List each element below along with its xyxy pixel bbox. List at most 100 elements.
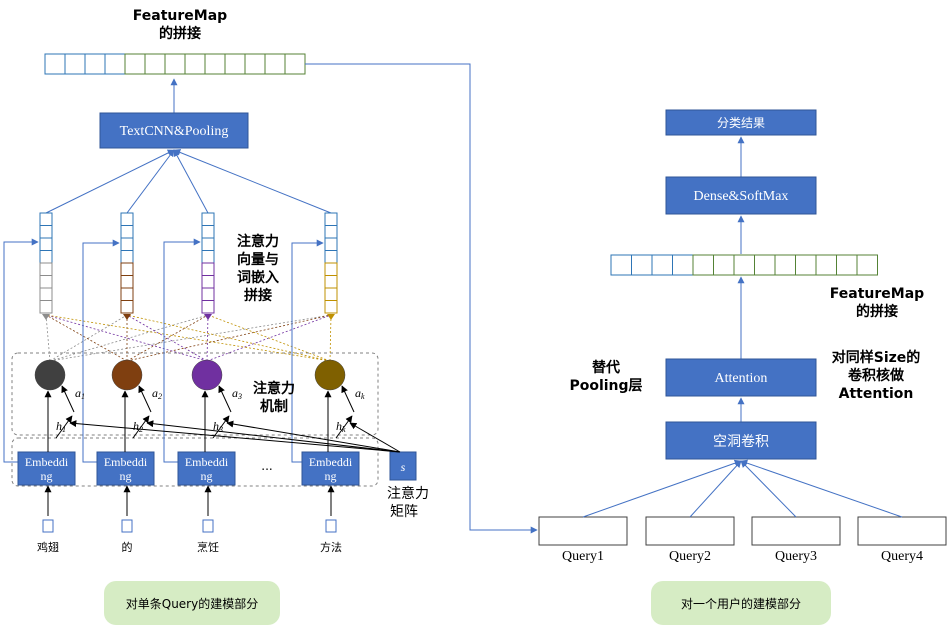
featuremap-cell bbox=[64, 53, 86, 75]
column-cell bbox=[120, 225, 134, 239]
hidden-to-alpha-arrow bbox=[212, 415, 230, 439]
embedding-box bbox=[96, 451, 155, 486]
featuremap-cell bbox=[692, 254, 714, 276]
right-caption-text: 对一个用户的建模部分 bbox=[680, 596, 801, 611]
column-cell bbox=[39, 212, 53, 226]
attention-weight-subscript: 2 bbox=[158, 392, 162, 401]
column-cell bbox=[120, 275, 134, 289]
attn-concat-label-line-4: 拼接 bbox=[244, 287, 272, 304]
left-featuremap-title: FeatureMap bbox=[133, 8, 227, 24]
column-cell bbox=[324, 212, 338, 226]
featuremap-cell bbox=[224, 53, 246, 75]
word-label: 鸡翅 bbox=[37, 540, 59, 554]
query-label: Query2 bbox=[669, 549, 711, 564]
column-cell bbox=[120, 250, 134, 264]
attention-weight-label: a3 bbox=[232, 386, 242, 401]
hidden-state-label: h3 bbox=[213, 419, 223, 434]
attn-mech-label-line-2: 机制 bbox=[260, 398, 288, 415]
textcnn-pooling-label: TextCNN&Pooling bbox=[120, 124, 229, 139]
attention-weight-line bbox=[126, 314, 208, 362]
column-cell bbox=[201, 262, 215, 276]
column-cell bbox=[324, 250, 338, 264]
query-to-dilated-arrow bbox=[582, 459, 742, 518]
ellipsis: ... bbox=[261, 459, 272, 473]
featuremap-cell bbox=[672, 254, 694, 276]
hidden-to-alpha-arrow bbox=[335, 415, 353, 439]
column-input-arrowhead bbox=[42, 314, 50, 320]
query-label: Query3 bbox=[775, 549, 817, 564]
attention-weight-line bbox=[207, 314, 331, 362]
dense-softmax-box bbox=[665, 176, 817, 215]
query-to-dilated-arrow bbox=[740, 459, 903, 518]
left-featuremap-subtitle: 的拼接 bbox=[159, 25, 201, 42]
s-to-hidden-line bbox=[349, 422, 401, 453]
column-cell bbox=[201, 237, 215, 251]
attn-matrix-label-line-2: 矩阵 bbox=[390, 504, 418, 520]
hidden-to-alpha-arrow bbox=[55, 415, 73, 439]
attn-mech-label-line-1: 注意力 bbox=[253, 380, 295, 397]
column-cell bbox=[201, 275, 215, 289]
alpha-to-node-arrow bbox=[341, 385, 355, 413]
column-cell bbox=[39, 250, 53, 264]
s-to-hidden-line bbox=[226, 420, 401, 453]
s-to-hidden-lines bbox=[69, 420, 401, 453]
column-cell bbox=[201, 300, 215, 314]
featuremap-cell bbox=[284, 53, 306, 75]
query-to-dilated-arrow bbox=[740, 460, 797, 518]
column-cell bbox=[120, 237, 134, 251]
column-cell bbox=[324, 225, 338, 239]
attn-concat-label-line-1: 注意力 bbox=[237, 233, 279, 250]
word-token-box bbox=[202, 519, 214, 533]
featuremap-cell bbox=[651, 254, 673, 276]
attention-weight-label: a1 bbox=[75, 386, 85, 401]
attention-weight-line bbox=[126, 314, 209, 362]
column-to-textcnn-lines bbox=[45, 149, 332, 214]
column-cell bbox=[324, 275, 338, 289]
featuremap-cell bbox=[264, 53, 286, 75]
word-label: 烹饪 bbox=[197, 540, 219, 554]
s-to-hidden-line bbox=[69, 420, 401, 453]
textcnn-pooling-box bbox=[99, 112, 249, 149]
attention-weight-line bbox=[206, 314, 209, 362]
attn-concat-label-line-2: 向量与 bbox=[237, 251, 279, 268]
column-cell bbox=[201, 287, 215, 301]
attention-weight-subscript: 3 bbox=[237, 392, 242, 401]
attention-weight-line bbox=[49, 314, 128, 362]
column-input-arrowhead bbox=[327, 314, 335, 320]
query-label: Query4 bbox=[881, 549, 923, 564]
fan-line bbox=[45, 149, 175, 214]
hidden-state-label: hk bbox=[336, 419, 346, 434]
attention-weight-line bbox=[45, 314, 208, 362]
hidden-state-subscript: 3 bbox=[218, 425, 223, 434]
column-cell bbox=[324, 262, 338, 276]
featuremap-cell bbox=[795, 254, 817, 276]
word-inputs: 鸡翅的烹饪方法 bbox=[37, 485, 342, 554]
featuremap-cell bbox=[84, 53, 106, 75]
column-cell bbox=[39, 275, 53, 289]
hidden-to-alpha-arrow bbox=[132, 415, 150, 439]
featuremap-cell bbox=[164, 53, 186, 75]
attention-node bbox=[111, 359, 143, 391]
column-input-arrowhead bbox=[204, 314, 212, 320]
left-caption-text: 对单条Query的建模部分 bbox=[125, 596, 259, 611]
embedding-label-line-2: ng bbox=[201, 469, 213, 483]
same-size-label-line-2: 卷积核做 bbox=[847, 367, 905, 384]
hidden-state-subscript: k bbox=[342, 425, 346, 434]
column-cell bbox=[324, 300, 338, 314]
embedding-box bbox=[301, 451, 360, 486]
result-box bbox=[665, 109, 817, 136]
dilated-conv-label: 空洞卷积 bbox=[713, 434, 769, 450]
attention-concat-columns bbox=[39, 212, 338, 314]
word-token-box bbox=[325, 519, 337, 533]
s-label: s bbox=[401, 460, 406, 474]
word-label: 方法 bbox=[320, 540, 342, 554]
embedding-label-line-2: ng bbox=[325, 469, 337, 483]
column-cell bbox=[39, 237, 53, 251]
query-box bbox=[857, 516, 947, 546]
fan-line bbox=[173, 149, 209, 214]
s-to-hidden-line bbox=[146, 420, 401, 453]
right-featuremap-title: FeatureMap bbox=[830, 286, 924, 302]
embedding-side-connector bbox=[163, 238, 201, 463]
result-label: 分类结果 bbox=[717, 116, 765, 130]
featuremap-cell bbox=[815, 254, 837, 276]
